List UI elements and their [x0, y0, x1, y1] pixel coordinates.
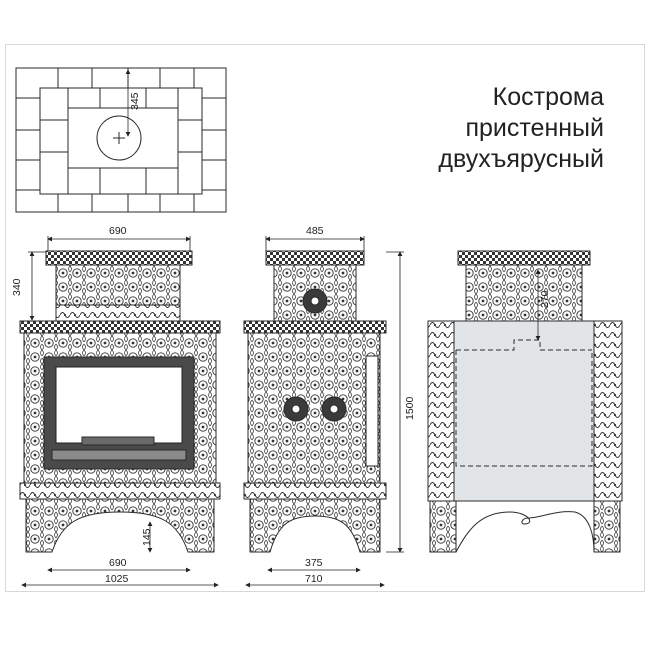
dim-total-width-front: 1025 [105, 573, 129, 585]
front-dim-lines [20, 236, 219, 588]
dim-base-width-front: 690 [109, 557, 127, 569]
fireplace-glass [55, 366, 183, 444]
dim-upper-tier-height: 340 [11, 278, 23, 296]
back-hidden-flue [455, 339, 593, 467]
plan-inner-ring [39, 87, 203, 195]
dim-total-height: 1500 [404, 396, 416, 420]
side-dim-lines [245, 236, 404, 588]
back-arch-curve [455, 511, 595, 553]
back-right-pilaster [593, 320, 623, 502]
dim-base-width-side: 375 [305, 557, 323, 569]
back-upper-tier [465, 264, 583, 322]
back-top-cornice [457, 250, 591, 266]
back-left-leg [429, 500, 457, 553]
plan-firebox [67, 107, 179, 169]
back-view [427, 250, 623, 553]
front-mid-cornice [19, 320, 221, 334]
plan-outline [15, 67, 227, 213]
side-body [247, 332, 381, 484]
dim-top-view-depth: 345 [129, 92, 141, 110]
back-panel [453, 320, 595, 502]
dim-top-width-side: 485 [306, 225, 324, 237]
front-view [19, 250, 221, 553]
plan-chimney-circle [96, 115, 142, 161]
title-line-1: Кострома [492, 83, 604, 111]
side-door-edge [365, 355, 379, 467]
title-block: Кострома пристенный двухъярусный [438, 82, 604, 175]
back-right-leg [593, 500, 621, 553]
plan-center-mark [113, 132, 125, 144]
back-left-pilaster [427, 320, 455, 502]
dim-inner-height-back: 270 [539, 290, 551, 308]
plan-view [15, 67, 227, 213]
side-low-cornice [243, 482, 387, 500]
dim-top-width-front: 690 [109, 225, 127, 237]
side-rosette-right-center [329, 404, 339, 414]
side-top-cornice [265, 250, 365, 266]
title-line-2: пристенный [465, 114, 604, 142]
plan-tile-grid [16, 68, 226, 212]
side-view [243, 250, 387, 553]
front-top-cornice [45, 250, 193, 266]
side-base-arch [249, 498, 381, 553]
side-rosette-left-center [291, 404, 301, 414]
front-upper-band [55, 304, 181, 322]
dim-leg-height: 145 [141, 528, 153, 546]
drawing-frame [5, 44, 645, 592]
title-line-3: двухъярусный [438, 145, 604, 173]
front-low-cornice [19, 482, 221, 500]
front-base-arch [25, 498, 215, 553]
dim-total-width-side: 710 [305, 573, 323, 585]
side-mid-cornice [243, 320, 387, 334]
side-rosette-top-center [310, 296, 320, 306]
fireplace-ashpit [51, 449, 187, 461]
fireplace-vents [81, 436, 155, 446]
